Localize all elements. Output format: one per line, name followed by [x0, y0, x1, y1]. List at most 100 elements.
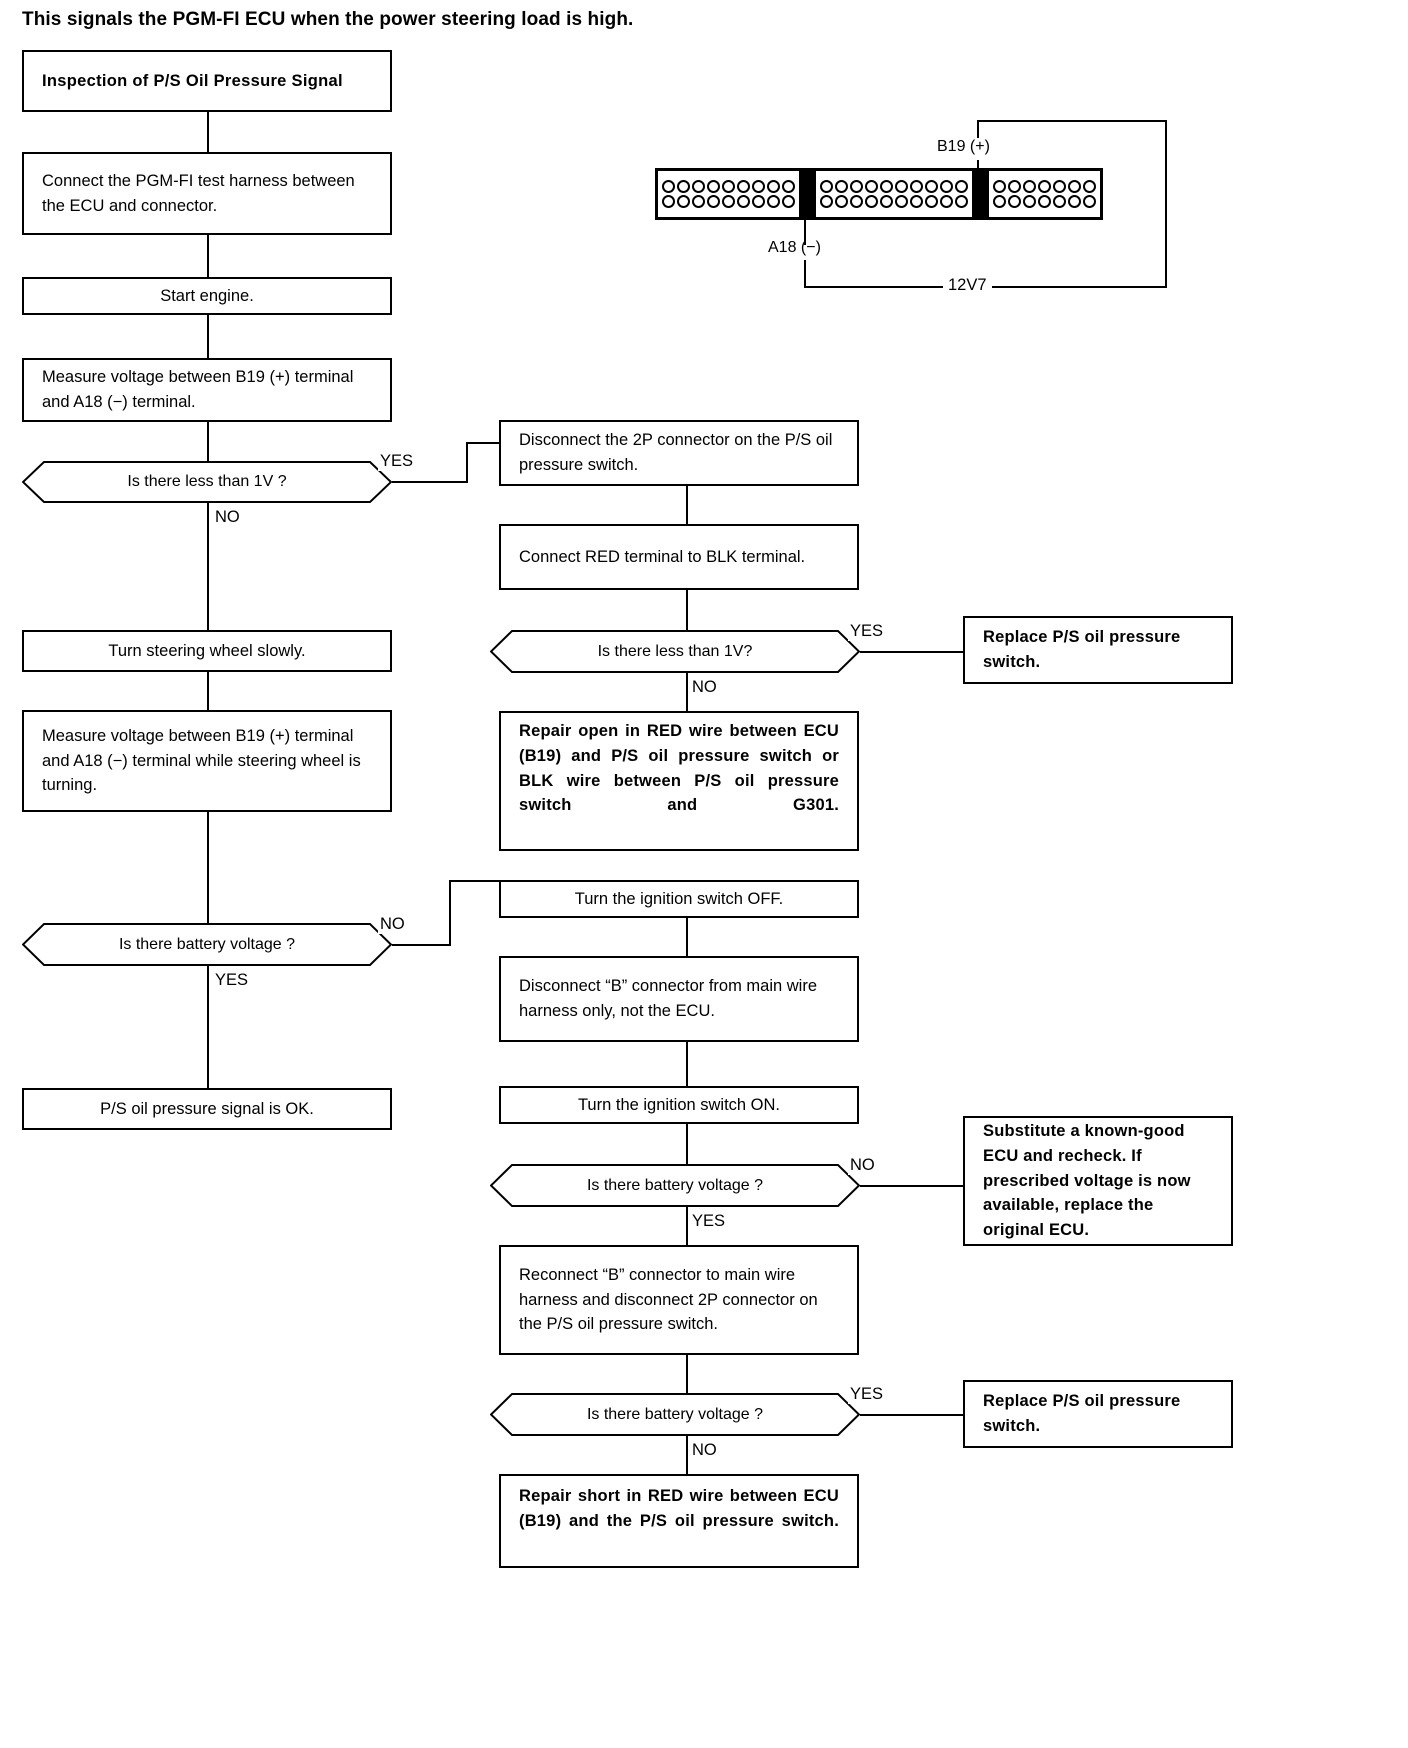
hex-shape — [490, 1164, 860, 1207]
a18-leader-lower — [804, 260, 806, 288]
conn-q2-no-into-box — [449, 880, 500, 882]
pin — [1083, 195, 1096, 208]
conn-measure2-to-q2 — [207, 812, 209, 923]
pin — [835, 180, 848, 193]
pin — [1068, 180, 1081, 193]
node-disconnect-2p-text: Disconnect the 2P connector on the P/S o… — [519, 431, 833, 474]
branch-label-yes-3: YES — [848, 622, 886, 641]
intro-text: This signals the PGM-FI ECU when the pow… — [22, 9, 634, 30]
connector-block-c — [986, 168, 1103, 220]
node-disconnect-b-connector-text: Disconnect “B” connector from main wire … — [519, 977, 818, 1020]
branch-label-no-1: NO — [213, 508, 242, 527]
pin-row — [820, 195, 968, 208]
conn-ignon-to-q4 — [686, 1124, 688, 1164]
pin — [782, 180, 795, 193]
connector-divider — [975, 168, 986, 220]
node-title: Inspection of P/S Oil Pressure Signal — [22, 50, 392, 112]
conn-turnsteer-to-measure2 — [207, 672, 209, 710]
decision-battery-voltage-c-text: Is there battery voltage ? — [586, 1405, 764, 1423]
pin-label-a18: A18 (−) — [768, 239, 821, 256]
conn-measure-to-q1 — [207, 422, 209, 461]
conn-q2-yes-to-ok — [207, 966, 209, 1088]
node-replace-switch-1: Replace P/S oil pressure switch. — [963, 616, 1233, 684]
node-repair-short-red-text: Repair short in RED wire between ECU (B1… — [519, 1486, 839, 1530]
node-signal-ok: P/S oil pressure signal is OK. — [22, 1088, 392, 1130]
hex-svg — [490, 630, 860, 673]
pin — [955, 195, 968, 208]
node-connect-red-blk: Connect RED terminal to BLK terminal. — [499, 524, 859, 590]
pin — [737, 195, 750, 208]
node-reconnect-b-connector-text: Reconnect “B” connector to main wire har… — [519, 1265, 818, 1334]
hex-shape — [490, 1393, 860, 1436]
hex-shape — [22, 461, 392, 503]
node-repair-open-red-text: Repair open in RED wire between ECU (B19… — [519, 722, 839, 815]
pin — [993, 180, 1006, 193]
pin — [820, 195, 833, 208]
branch-label-no-2: NO — [378, 915, 407, 934]
conn-q3-no-to-repair — [686, 673, 688, 711]
conn-q1-yes-into-box — [466, 442, 500, 444]
conn-q2-no-vertical — [449, 880, 451, 946]
conn-q4-no-horizontal — [859, 1185, 964, 1187]
node-repair-open-red: Repair open in RED wire between ECU (B19… — [499, 711, 859, 851]
pin — [880, 195, 893, 208]
pin — [1083, 180, 1096, 193]
branch-label-no-3: NO — [690, 678, 719, 697]
pin — [677, 180, 690, 193]
hex-svg — [22, 923, 392, 966]
conn-harness-to-start — [207, 235, 209, 277]
connector-divider — [802, 168, 813, 220]
decision-less-than-1v-b-text: Is there less than 1V? — [597, 642, 753, 660]
conn-q4-yes-to-reconnect — [686, 1207, 688, 1245]
pin — [692, 180, 705, 193]
pin — [880, 180, 893, 193]
pin — [1008, 180, 1021, 193]
pin — [925, 195, 938, 208]
node-measure-while-turning-text: Measure voltage between B19 (+) terminal… — [42, 726, 361, 795]
node-signal-ok-text: P/S oil pressure signal is OK. — [100, 1099, 314, 1118]
hex-shape — [22, 923, 392, 966]
b19-leader-top-horizontal — [977, 120, 1167, 122]
pin — [1038, 180, 1051, 193]
node-replace-switch-2: Replace P/S oil pressure switch. — [963, 1380, 1233, 1448]
pin — [895, 195, 908, 208]
decision-battery-voltage-b-text: Is there battery voltage ? — [586, 1176, 764, 1194]
pin — [993, 195, 1006, 208]
node-start-engine-text: Start engine. — [160, 286, 254, 305]
conn-q1-no-to-turnsteer — [207, 503, 209, 630]
pin — [722, 180, 735, 193]
node-disconnect-b-connector: Disconnect “B” connector from main wire … — [499, 956, 859, 1042]
conn-disconnectb-to-ignon — [686, 1042, 688, 1086]
label-12v7: 12V7 — [943, 276, 992, 295]
node-connect-harness-text: Connect the PGM-FI test harness between … — [42, 171, 355, 215]
pin — [865, 195, 878, 208]
connector-block-b — [813, 168, 975, 220]
pin — [767, 195, 780, 208]
node-title-text: Inspection of P/S Oil Pressure Signal — [42, 71, 343, 90]
pin-label-b19: B19 (+) — [937, 138, 990, 155]
conn-disconnect-to-connectred — [686, 486, 688, 524]
pin — [1053, 195, 1066, 208]
b19-leader-upper — [977, 120, 979, 138]
hex-svg — [490, 1393, 860, 1436]
conn-q5-yes-horizontal — [859, 1414, 964, 1416]
branch-label-no-5: NO — [690, 1441, 719, 1460]
node-ignition-on: Turn the ignition switch ON. — [499, 1086, 859, 1124]
pin-row — [662, 195, 795, 208]
node-measure-b19-a18-text: Measure voltage between B19 (+) terminal… — [42, 368, 354, 411]
pin-row — [662, 180, 795, 193]
node-ignition-on-text: Turn the ignition switch ON. — [577, 1095, 781, 1114]
b19-leader-vertical — [977, 160, 979, 184]
pin — [1008, 195, 1021, 208]
b19-leader-right-vertical — [1165, 120, 1167, 288]
node-repair-short-red: Repair short in RED wire between ECU (B1… — [499, 1474, 859, 1568]
branch-label-no-4: NO — [848, 1156, 877, 1175]
pin-a18 — [782, 195, 795, 208]
conn-ignoff-to-disconnectb — [686, 918, 688, 956]
node-substitute-ecu-text: Substitute a known-good ECU and recheck.… — [983, 1122, 1191, 1240]
node-replace-switch-2-text: Replace P/S oil pressure switch. — [983, 1392, 1181, 1435]
branch-label-yes-5: YES — [848, 1385, 886, 1404]
pin — [1023, 195, 1036, 208]
node-replace-switch-1-text: Replace P/S oil pressure switch. — [983, 628, 1181, 671]
hex-svg — [22, 461, 392, 503]
